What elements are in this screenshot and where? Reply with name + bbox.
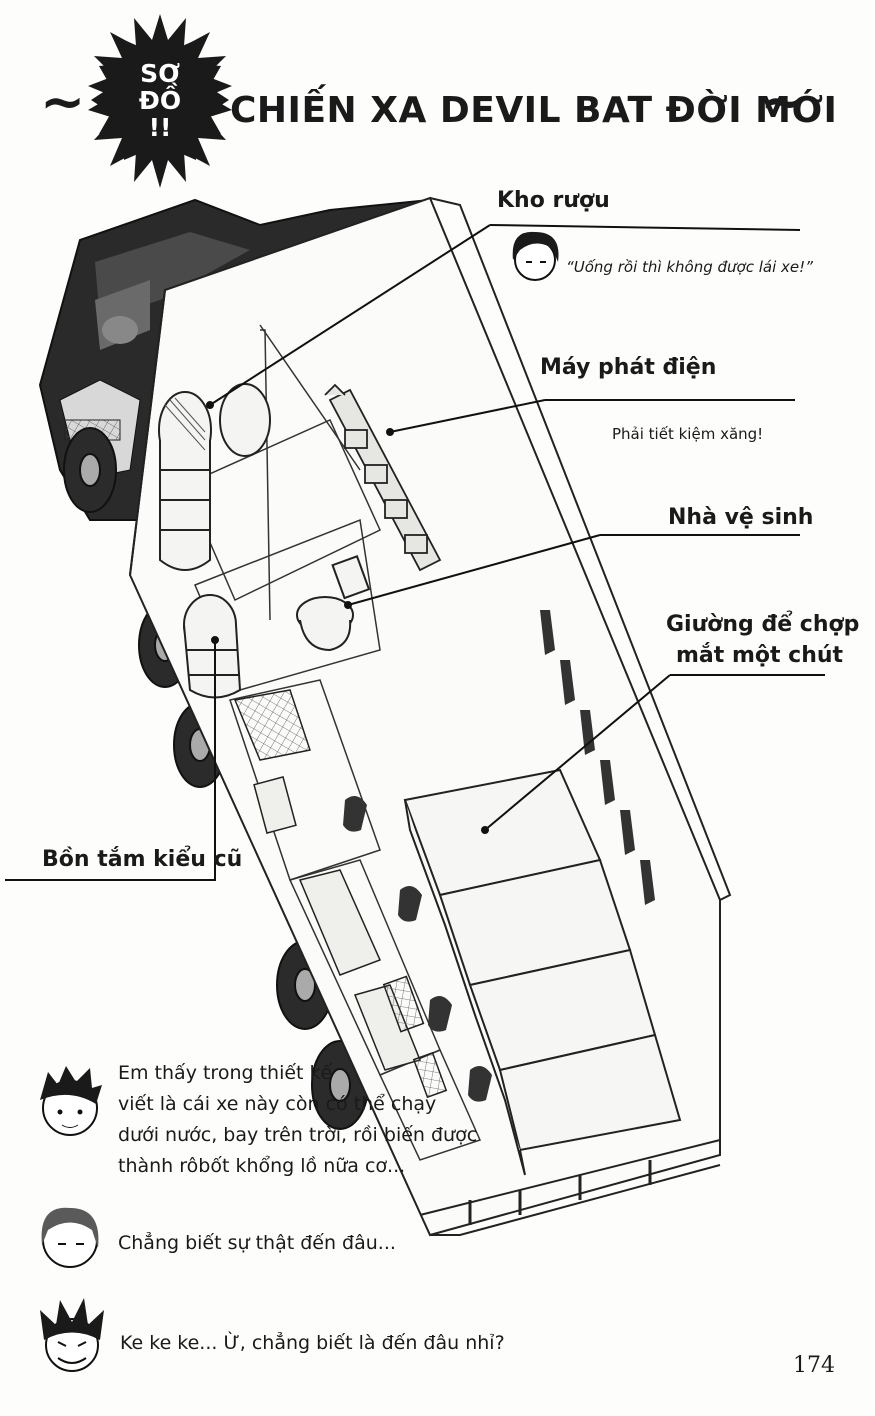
office-desks <box>233 689 448 1099</box>
label-bathtub: Bồn tắm kiểu cũ <box>42 847 243 872</box>
bed <box>403 768 682 1176</box>
note-generator: Phải tiết kiệm xăng! <box>612 425 764 443</box>
chairs <box>343 610 655 1102</box>
bathtub-barrel <box>183 594 242 699</box>
title-tilde-left: ~ <box>40 70 86 133</box>
title-tilde-right: ~ <box>760 70 806 133</box>
badge-line-3: !! <box>148 113 172 142</box>
dialog-devil: Ke ke ke... Ừ, chẳng biết là đến đâu nhỉ… <box>120 1332 505 1354</box>
page-title: CHIẾN XA DEVIL BAT ĐỜI MỚI <box>230 90 838 131</box>
dialog-girl: Chẳng biết sự thật đến đâu... <box>118 1232 396 1254</box>
dialog-boy: Em thấy trong thiết kế viết là cái xe nà… <box>118 1058 477 1182</box>
dialog-boy-line-4: thành rôbốt khổng lồ nữa cơ... <box>118 1155 406 1177</box>
title-badge: SƠ ĐỒ !! <box>130 60 190 141</box>
label-bed-1: Giường để chợp <box>666 612 860 637</box>
starburst-badge <box>88 14 232 188</box>
devil-face-icon <box>40 1298 104 1372</box>
quote-wine: “Uống rồi thì không được lái xe!” <box>566 258 813 276</box>
badge-line-2: ĐỒ <box>138 86 182 115</box>
girl-face-icon <box>512 231 559 281</box>
label-bed-2: mắt một chút <box>676 643 844 668</box>
leader-lines <box>5 224 825 881</box>
dialog-boy-line-1: Em thấy trong thiết kế <box>118 1062 333 1084</box>
dialog-boy-line-3: dưới nước, bay trên trời, rồi biến được <box>118 1124 478 1146</box>
girl-face-icon-2 <box>41 1207 99 1268</box>
wine-barrels <box>158 383 271 571</box>
badge-line-1: SƠ <box>140 59 180 88</box>
boy-face-icon <box>40 1066 102 1136</box>
generator <box>324 383 442 572</box>
toilet <box>296 555 371 652</box>
dialog-boy-line-2: viết là cái xe này còn có thể chạy <box>118 1093 437 1115</box>
label-wine-storage: Kho rượu <box>497 188 610 213</box>
label-generator: Máy phát điện <box>540 355 717 380</box>
label-toilet: Nhà vệ sinh <box>668 505 814 530</box>
page-number: 174 <box>793 1353 835 1378</box>
